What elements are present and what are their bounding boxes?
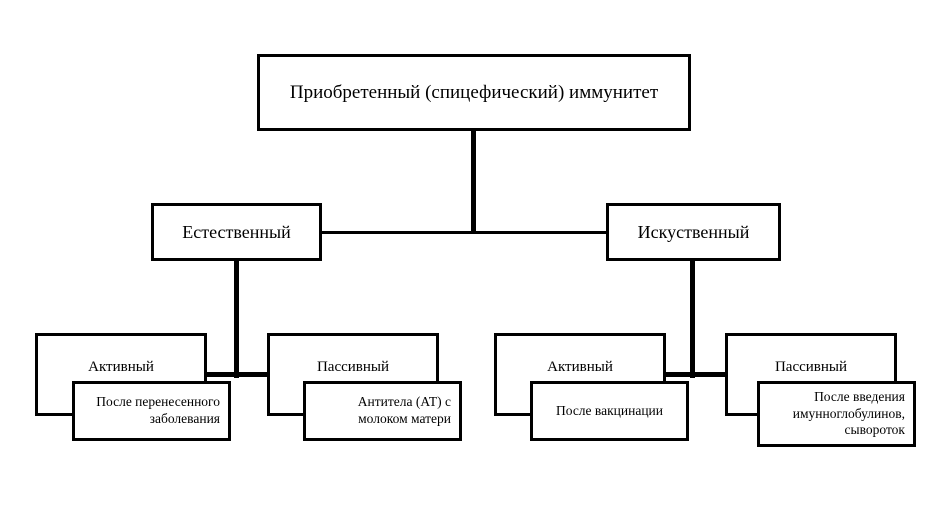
node-artificial-immunity: Искуственный bbox=[606, 203, 781, 261]
node-natural-active-detail: После перенесенного заболевания bbox=[72, 381, 231, 441]
connector-artificial-children-bus bbox=[662, 372, 752, 377]
connector-title-to-bus bbox=[471, 130, 476, 234]
connector-artificial-down bbox=[690, 260, 695, 378]
connector-natural-children-bus bbox=[206, 372, 296, 377]
connector-natural-down bbox=[234, 260, 239, 378]
node-artificial-active-detail: После вакцинации bbox=[530, 381, 689, 441]
node-acquired-immunity-title: Приобретенный (спицефический) иммунитет bbox=[257, 54, 691, 131]
node-natural-immunity: Естественный bbox=[151, 203, 322, 261]
node-artificial-passive-detail: После введения имунноглобулинов, сыворот… bbox=[757, 381, 916, 447]
connector-level2-bus bbox=[321, 231, 606, 234]
node-natural-passive-detail: Антитела (АТ) с молоком матери bbox=[303, 381, 462, 441]
